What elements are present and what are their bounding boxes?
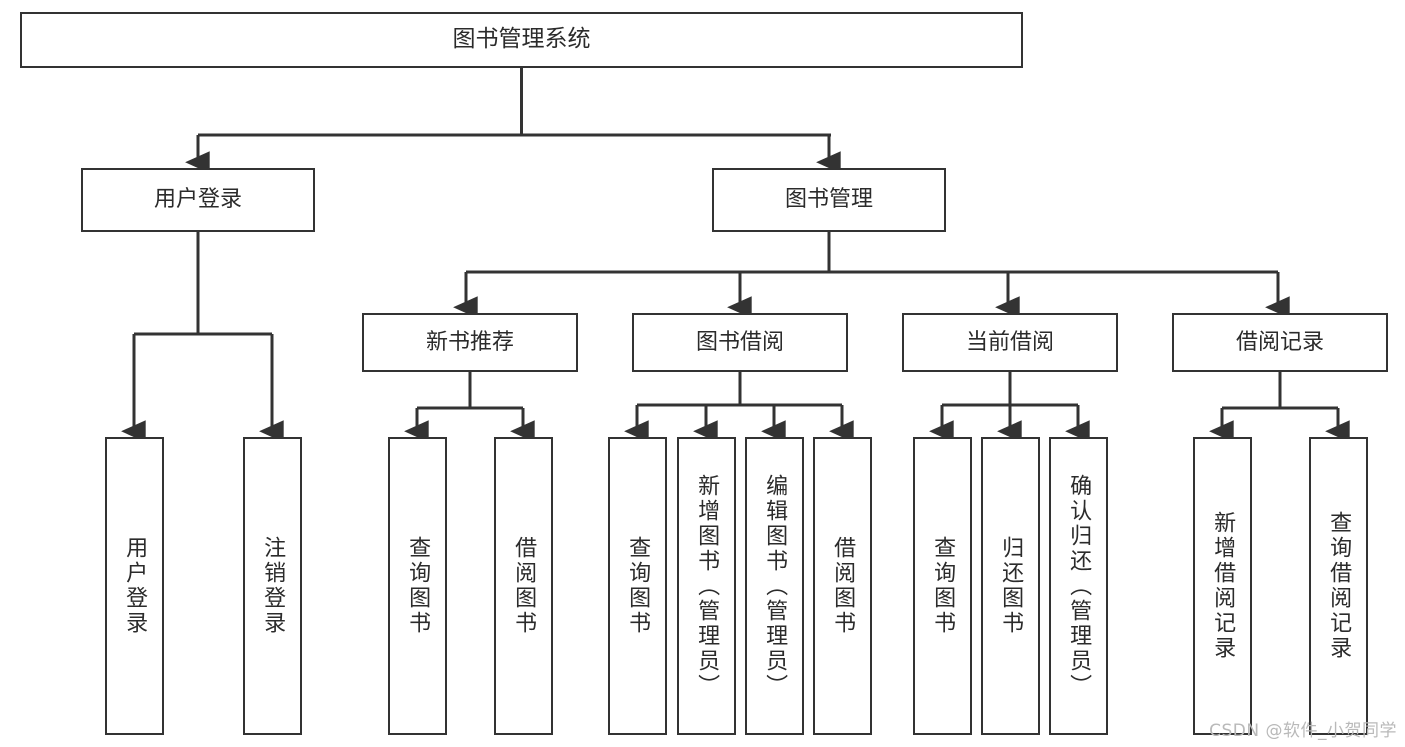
leaf-query-book-borrow[interactable]: 查询图书 <box>608 437 667 735</box>
node-label: 查询借阅记录 <box>1326 511 1352 661</box>
node-label: 注销登录 <box>260 536 286 636</box>
node-label: 借阅图书 <box>511 536 537 636</box>
leaf-logout-login[interactable]: 注销登录 <box>243 437 302 735</box>
node-label: 新增借阅记录 <box>1210 511 1236 661</box>
leaf-add-book-admin[interactable]: 新增图书（管理员） <box>677 437 736 735</box>
node-label: 确认归还（管理员） <box>1066 473 1092 699</box>
node-book-management-system[interactable]: 图书管理系统 <box>20 12 1023 68</box>
node-book-management[interactable]: 图书管理 <box>712 168 946 232</box>
leaf-user-login[interactable]: 用户登录 <box>105 437 164 735</box>
node-label: 图书管理系统 <box>452 26 591 53</box>
node-user-login[interactable]: 用户登录 <box>81 168 315 232</box>
leaf-confirm-return-admin[interactable]: 确认归还（管理员） <box>1049 437 1108 735</box>
leaf-query-borrow-record[interactable]: 查询借阅记录 <box>1309 437 1368 735</box>
node-label: 图书管理 <box>784 187 873 213</box>
node-label: 借阅记录 <box>1235 329 1324 355</box>
node-label: 借阅图书 <box>830 536 856 636</box>
node-borrow-record[interactable]: 借阅记录 <box>1172 313 1388 372</box>
leaf-return-book[interactable]: 归还图书 <box>981 437 1040 735</box>
node-label: 编辑图书（管理员） <box>762 473 788 699</box>
node-label: 查询图书 <box>405 536 431 636</box>
leaf-query-book-new-recommend[interactable]: 查询图书 <box>388 437 447 735</box>
node-book-borrow[interactable]: 图书借阅 <box>632 313 848 372</box>
node-label: 用户登录 <box>153 187 242 213</box>
node-label: 当前借阅 <box>965 329 1054 355</box>
leaf-borrow-book-borrow[interactable]: 借阅图书 <box>813 437 872 735</box>
node-label: 查询图书 <box>930 536 956 636</box>
node-label: 新书推荐 <box>425 329 514 355</box>
leaf-add-borrow-record[interactable]: 新增借阅记录 <box>1193 437 1252 735</box>
node-label: 新增图书（管理员） <box>694 473 720 699</box>
node-label: 归还图书 <box>998 536 1024 636</box>
node-new-book-recommend[interactable]: 新书推荐 <box>362 313 578 372</box>
leaf-borrow-book-new-recommend[interactable]: 借阅图书 <box>494 437 553 735</box>
node-label: 图书借阅 <box>695 329 784 355</box>
node-current-borrow[interactable]: 当前借阅 <box>902 313 1118 372</box>
node-label: 查询图书 <box>625 536 651 636</box>
leaf-edit-book-admin[interactable]: 编辑图书（管理员） <box>745 437 804 735</box>
leaf-query-book-current[interactable]: 查询图书 <box>913 437 972 735</box>
node-label: 用户登录 <box>122 536 148 636</box>
